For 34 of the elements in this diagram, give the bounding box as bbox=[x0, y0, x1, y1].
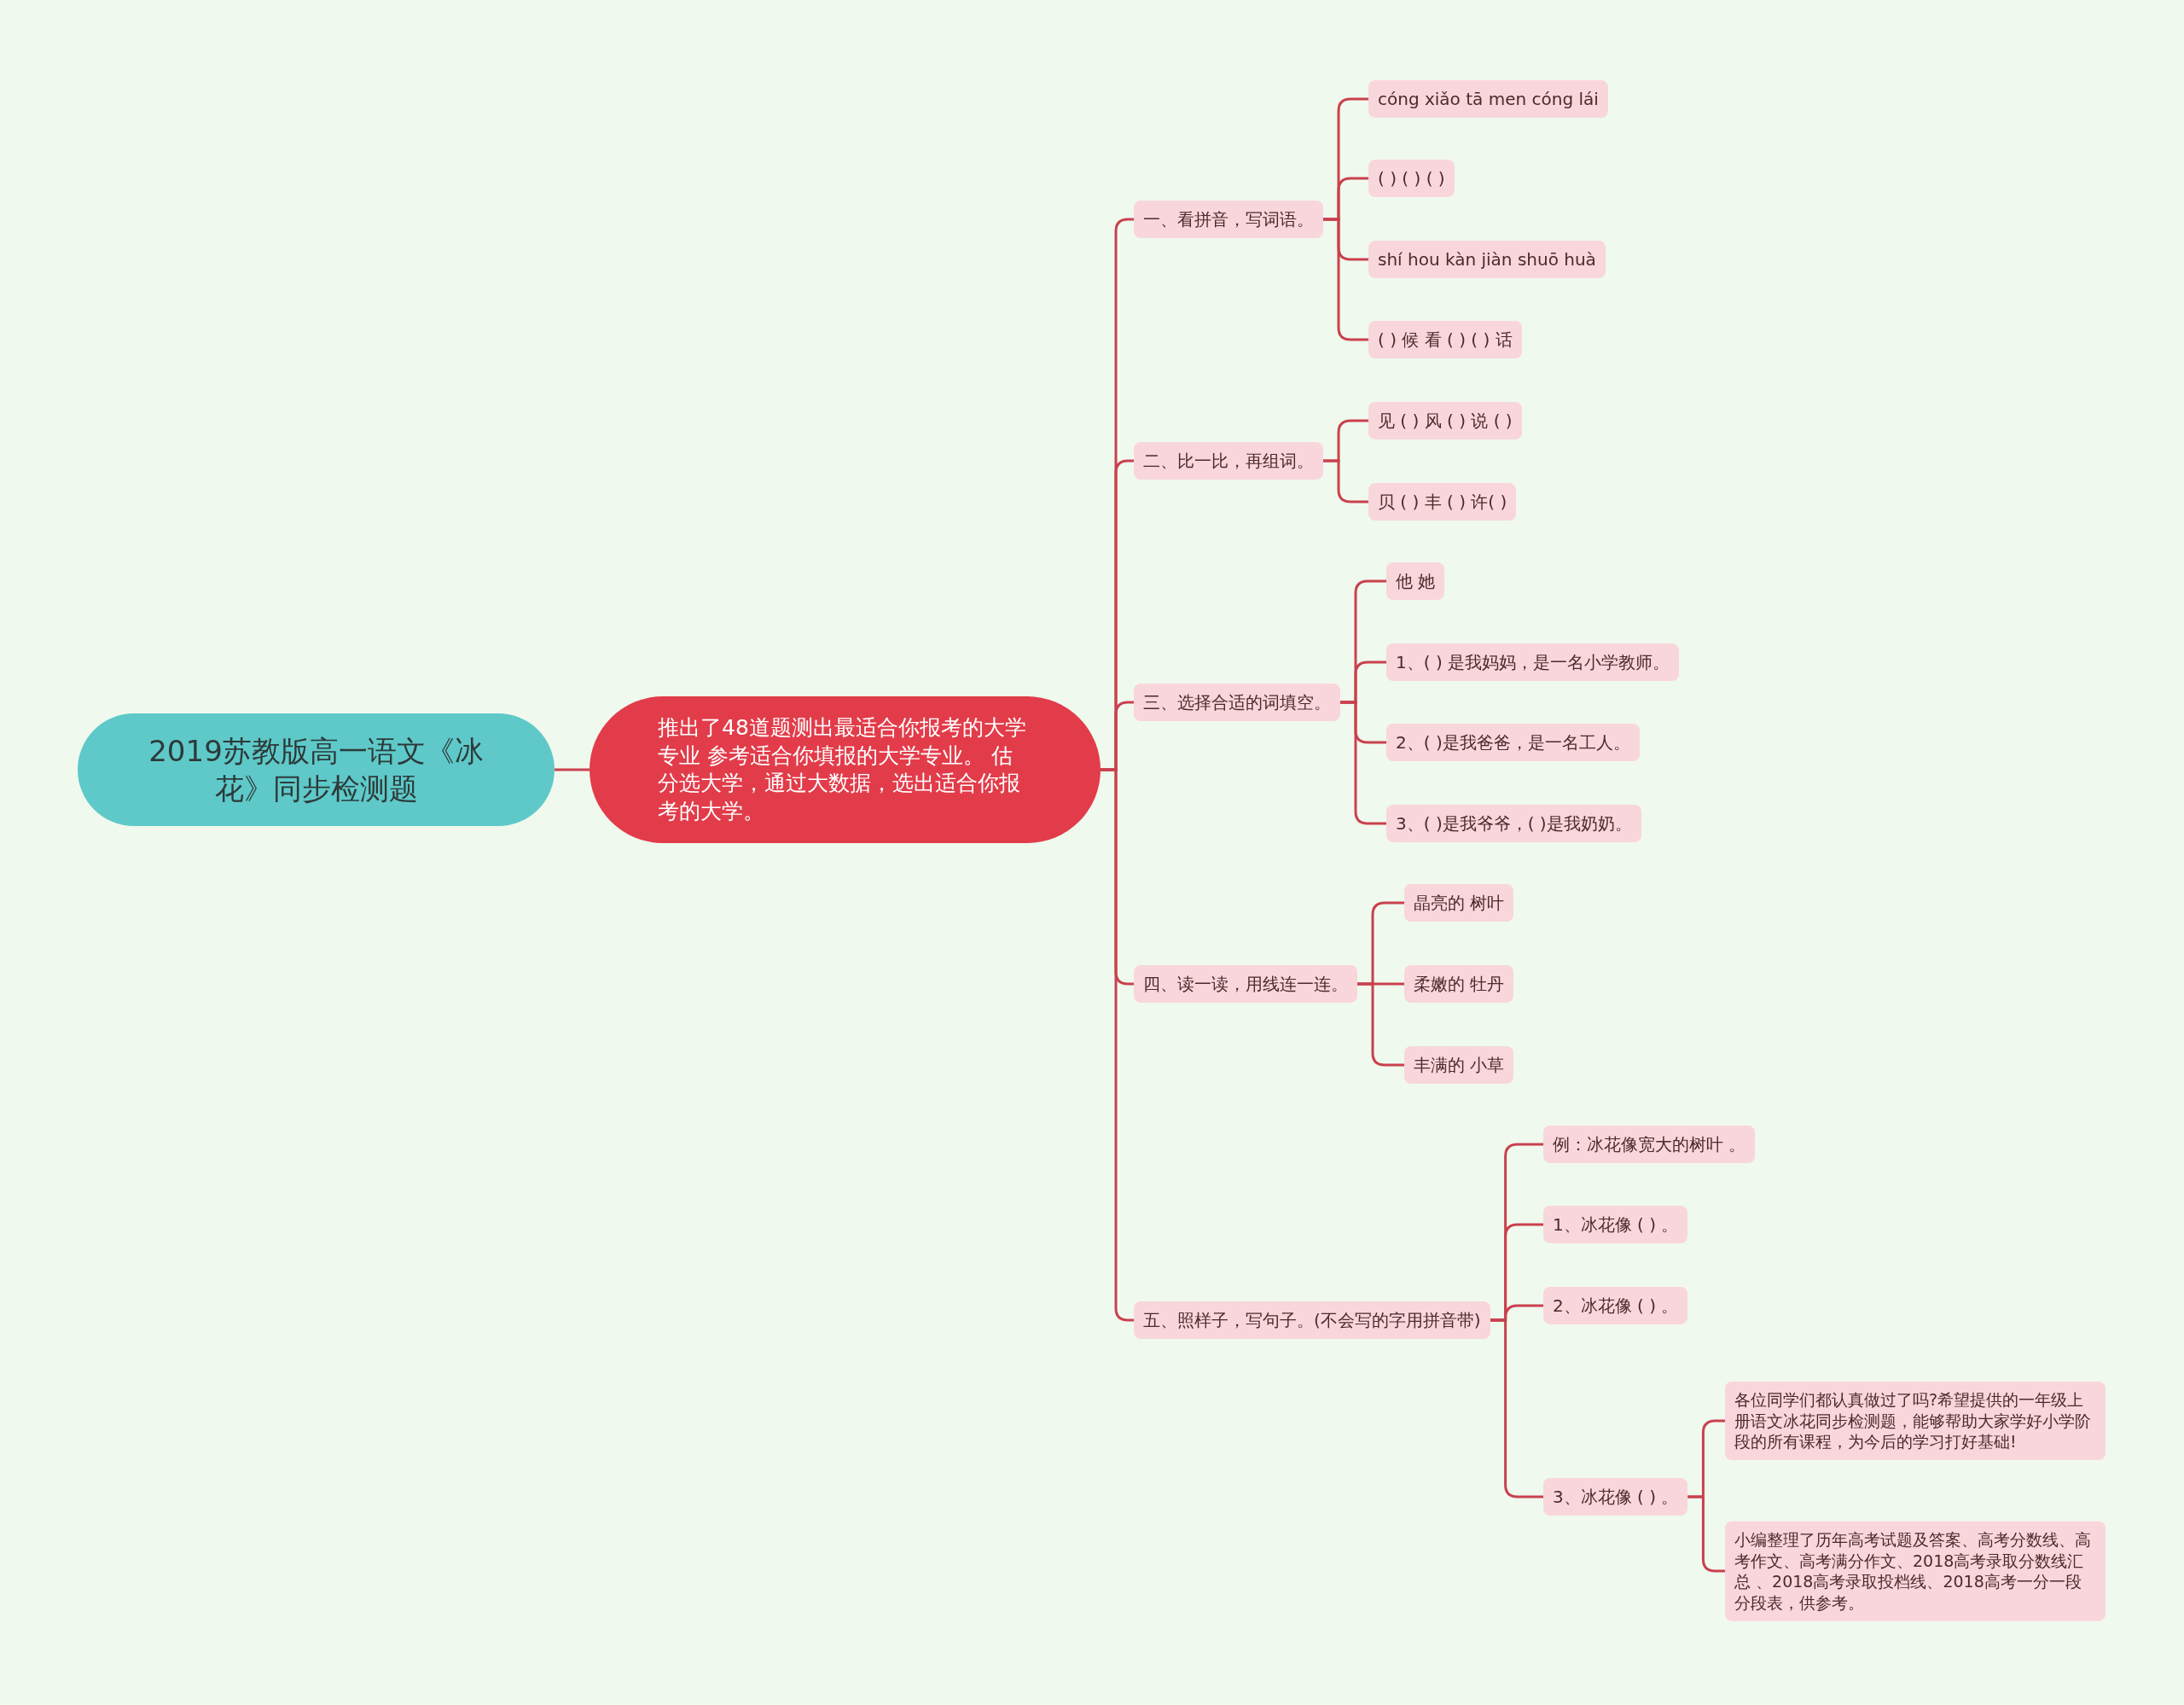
topic-box: 丰满的 小草 bbox=[1404, 1046, 1514, 1084]
central-topic: 2019苏教版高一语文《冰花》同步检测题 bbox=[78, 713, 555, 826]
topic-box: 3、( )是我爷爷，( )是我奶奶。 bbox=[1386, 805, 1641, 842]
connector-line bbox=[1323, 218, 1368, 341]
topic-box: ( ) 候 看 ( ) ( ) 话 bbox=[1368, 321, 1522, 358]
main-topic: 推出了48道题测出最适合你报考的大学专业 参考适合你填报的大学专业。 估分选大学，通过大数据，选出适合你报考的大学。 bbox=[590, 696, 1101, 843]
topic-box: 2、冰花像 ( ) 。 bbox=[1543, 1287, 1688, 1324]
topic-box: 柔嫩的 牡丹 bbox=[1404, 965, 1514, 1003]
topic-box: 例：冰花像宽大的树叶 。 bbox=[1543, 1126, 1756, 1163]
topic-box: cóng xiǎo tā men cóng lái bbox=[1368, 80, 1608, 118]
connector-line bbox=[1101, 768, 1134, 1322]
topic-box: 晶亮的 树叶 bbox=[1404, 884, 1514, 922]
connector-line bbox=[1357, 982, 1404, 1067]
topic-box: 2、( )是我爸爸，是一名工人。 bbox=[1386, 724, 1640, 761]
topic-box: 1、( ) 是我妈妈，是一名小学教师。 bbox=[1386, 643, 1680, 681]
topic-box: 五、照样子，写句子。(不会写的字用拼音带) bbox=[1134, 1301, 1490, 1339]
connector-line bbox=[1323, 459, 1368, 503]
topic-box: 他 她 bbox=[1386, 562, 1445, 600]
topic-box: 四、读一读，用线连一连。 bbox=[1134, 965, 1357, 1003]
note-box: 小编整理了历年高考试题及答案、高考分数线、高考作文、高考满分作文、2018高考录取分数线汇总 、2018高考录取投档线、2018高考一分一段分段表，供参考。 bbox=[1725, 1521, 2106, 1621]
topic-box: 一、看拼音，写词语。 bbox=[1134, 201, 1323, 238]
connector-line bbox=[555, 768, 590, 771]
topic-box: 三、选择合适的词填空。 bbox=[1134, 684, 1340, 721]
connector-line bbox=[1490, 1318, 1543, 1498]
topic-box: shí hou kàn jiàn shuō huà bbox=[1368, 241, 1606, 278]
topic-box: 见 ( ) 风 ( ) 说 ( ) bbox=[1368, 402, 1522, 439]
topic-box: 3、冰花像 ( ) 。 bbox=[1543, 1478, 1688, 1516]
topic-box: ( ) ( ) ( ) bbox=[1368, 160, 1455, 197]
connector-line bbox=[1687, 1495, 1725, 1573]
topic-box: 1、冰花像 ( ) 。 bbox=[1543, 1206, 1688, 1243]
topic-box: 贝 ( ) 丰 ( ) 许( ) bbox=[1368, 483, 1517, 521]
note-box: 各位同学们都认真做过了吗?希望提供的一年级上册语文冰花同步检测题，能够帮助大家学好小学阶段的所有课程，为今后的学习打好基础! bbox=[1725, 1381, 2106, 1461]
topic-box: 二、比一比，再组词。 bbox=[1134, 442, 1323, 480]
connector-line bbox=[1340, 701, 1386, 825]
